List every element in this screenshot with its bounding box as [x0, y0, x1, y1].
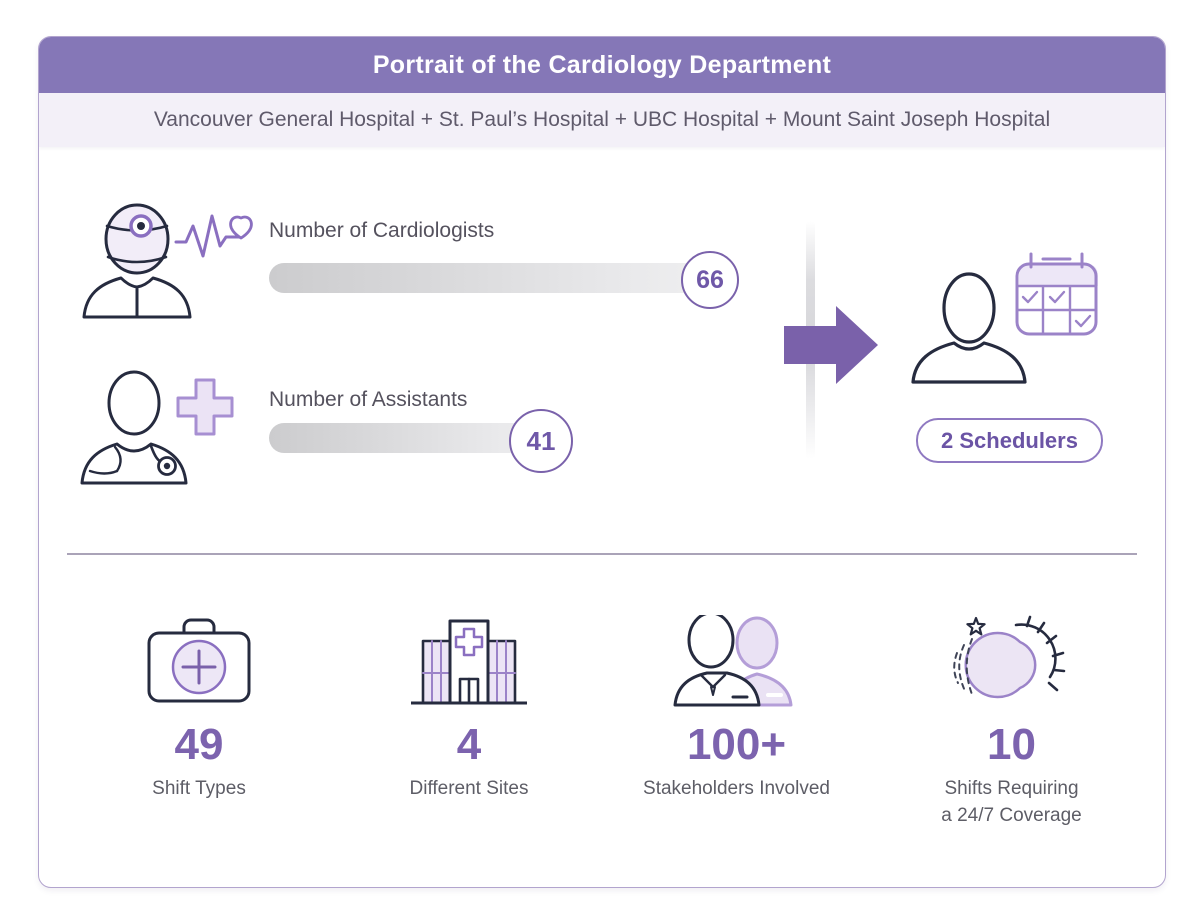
stat-label: Shifts Requiring a 24/7 Coverage [941, 778, 1082, 826]
arrow-right-icon [784, 306, 878, 384]
stat-value: 49 [174, 720, 224, 769]
stat-label: Shift Types [152, 778, 246, 799]
section-divider [67, 553, 1137, 555]
stat-value: 10 [987, 720, 1036, 769]
heartbeat-icon [174, 214, 253, 258]
infographic-card: Portrait of the Cardiology Department Va… [38, 36, 1166, 888]
scheduler-with-calendar-icon [911, 252, 1098, 384]
page-title: Portrait of the Cardiology Department [372, 50, 832, 79]
stakeholders-icon [673, 615, 792, 707]
cardiologists-value-badge: 66 [681, 251, 739, 309]
calendar-icon [1015, 252, 1098, 336]
assistants-value-badge: 41 [509, 409, 573, 473]
heart-icon [229, 215, 253, 240]
stat-value: 100+ [686, 720, 787, 769]
assistants-bar [269, 423, 551, 453]
stat-different-sites: 4 Different Sites [369, 613, 569, 803]
hospitals-list: Vancouver General Hospital + St. Paul’s … [153, 108, 1051, 131]
stat-value: 4 [456, 720, 482, 769]
subheader-bar: Vancouver General Hospital + St. Paul’s … [39, 93, 1165, 147]
cardiologist-icon [82, 203, 253, 319]
night-coverage-icon [952, 615, 1065, 699]
cardiologists-label: Number of Cardiologists [269, 219, 495, 242]
medical-cross-icon [176, 378, 234, 436]
medical-bag-icon [147, 618, 251, 703]
title-bar: Portrait of the Cardiology Department [39, 37, 1165, 93]
cross-icon [454, 627, 484, 657]
main-content: Number of Cardiologists 66 Number of Ass… [39, 147, 1165, 887]
stat-night-shifts: 10 Shifts Requiring a 24/7 Coverage [899, 613, 1124, 829]
assistant-icon [80, 370, 234, 485]
moon-icon [964, 631, 1036, 699]
cardiologists-bar [269, 263, 713, 293]
stat-stakeholders: 100+ Stakeholders Involved [629, 613, 844, 803]
stat-label: Stakeholders Involved [643, 778, 830, 799]
schedulers-pill: 2 Schedulers [916, 418, 1103, 463]
stat-label: Different Sites [409, 778, 529, 799]
star-icon [965, 616, 986, 636]
hospital-building-icon [411, 619, 527, 705]
assistants-label: Number of Assistants [269, 388, 468, 411]
stat-shift-types: 49 Shift Types [99, 613, 299, 803]
